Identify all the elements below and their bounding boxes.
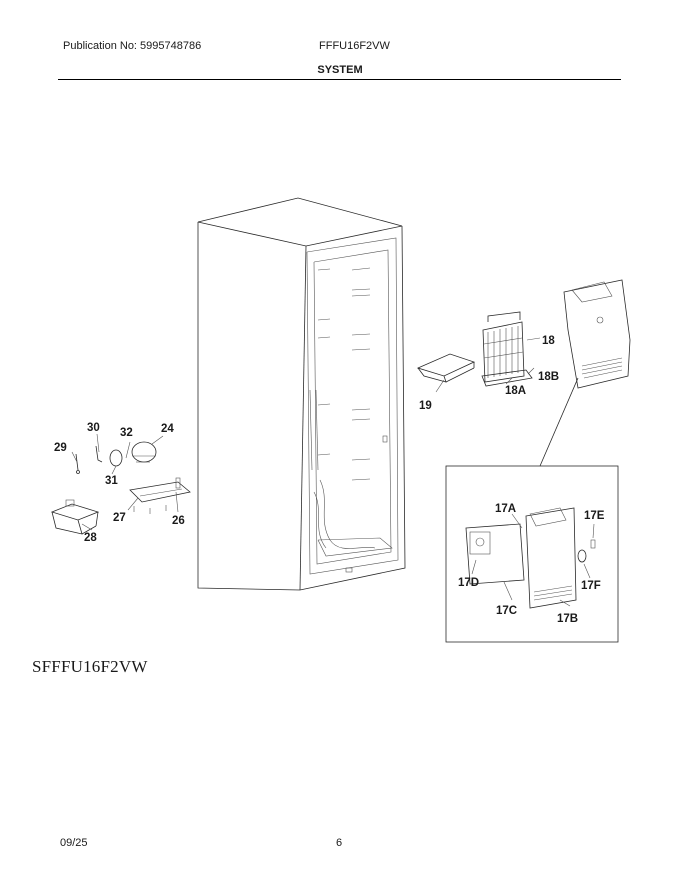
callout-30: 30 (87, 422, 100, 434)
compressor-assembly (50, 441, 191, 535)
callout-17C: 17C (496, 605, 517, 617)
callout-17A: 17A (495, 503, 516, 515)
callout-17B: 17B (557, 613, 578, 625)
callout-18B: 18B (538, 371, 559, 383)
callout-32: 32 (120, 427, 133, 439)
callout-17E: 17E (584, 510, 605, 522)
callout-27: 27 (113, 512, 126, 524)
callout-18: 18 (542, 335, 555, 347)
callout-19: 19 (419, 400, 432, 412)
callout-24: 24 (161, 423, 174, 435)
callout-leaders (71, 433, 179, 531)
footer-date: 09/25 (60, 837, 88, 849)
drawing-code: SFFFU16F2VW (32, 657, 148, 676)
evaporator-assembly (416, 311, 541, 393)
cabinet-drawing (197, 197, 406, 591)
callout-31: 31 (105, 475, 118, 487)
page-number: 6 (336, 837, 343, 849)
section-title: SYSTEM (317, 64, 363, 76)
callout-18A: 18A (505, 385, 526, 397)
model-number: FFFU16F2VW (319, 40, 390, 52)
callout-labels: 29 30 32 24 31 27 26 28 18 18B 18A 19 17… (54, 335, 605, 625)
callout-26: 26 (172, 515, 185, 527)
callout-28: 28 (84, 532, 97, 544)
callout-29: 29 (54, 442, 67, 454)
inset-detail (445, 465, 619, 643)
callout-17F: 17F (581, 580, 601, 592)
rear-panel (539, 279, 631, 467)
header-rule (58, 79, 621, 80)
publication-number: Publication No: 5995748786 (63, 40, 202, 52)
callout-17D: 17D (458, 577, 479, 589)
